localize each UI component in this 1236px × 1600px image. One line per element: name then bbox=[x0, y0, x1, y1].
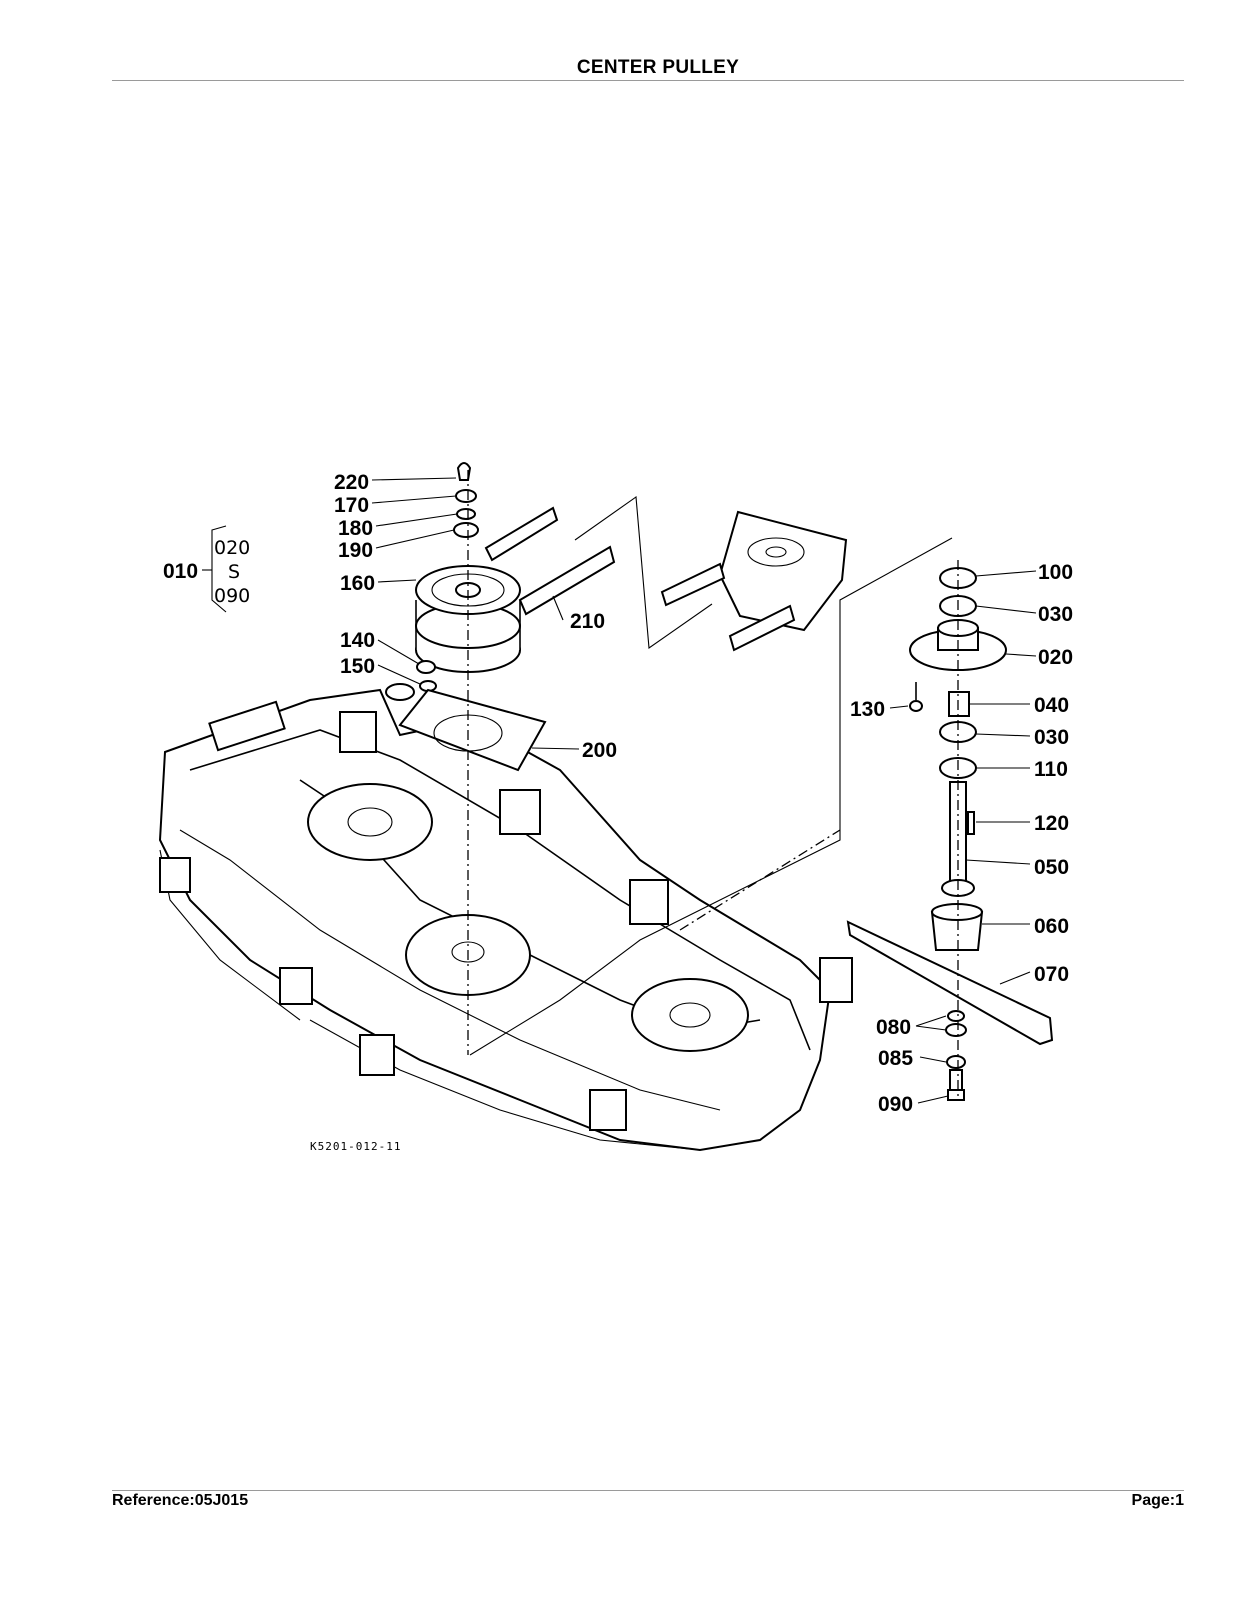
footer-reference: Reference:05J015 bbox=[112, 1492, 249, 1509]
callout-030-lower: 030 bbox=[1034, 726, 1069, 749]
assembly-range-sep: S bbox=[228, 561, 240, 583]
callout-110: 110 bbox=[1034, 758, 1068, 781]
callout-020: 020 bbox=[1038, 646, 1073, 669]
assembly-range-start: 020 bbox=[214, 537, 250, 559]
callout-190: 190 bbox=[338, 539, 373, 562]
belt-and-clutch bbox=[469, 495, 953, 1056]
callout-140: 140 bbox=[340, 629, 375, 652]
callout-210: 210 bbox=[570, 610, 605, 633]
header-rule bbox=[112, 80, 1184, 81]
callout-150: 150 bbox=[340, 655, 375, 678]
assembly-range-end: 090 bbox=[214, 585, 250, 607]
callout-180: 180 bbox=[338, 517, 373, 540]
pulley-assembly bbox=[398, 462, 547, 1055]
mower-deck bbox=[158, 683, 853, 1152]
callout-200: 200 bbox=[582, 739, 617, 762]
callout-050: 050 bbox=[1034, 856, 1069, 879]
callout-060: 060 bbox=[1034, 915, 1069, 938]
callout-070: 070 bbox=[1034, 963, 1069, 986]
callout-170: 170 bbox=[334, 494, 369, 517]
callout-160: 160 bbox=[340, 572, 375, 595]
callout-130: 130 bbox=[850, 698, 885, 721]
footer-page-number: Page:1 bbox=[1131, 1492, 1184, 1509]
assembly-label-010: 010 bbox=[163, 560, 198, 583]
callout-220: 220 bbox=[334, 471, 369, 494]
callout-labels: 220 170 180 190 160 210 140 150 200 100 … bbox=[163, 471, 1073, 1153]
callout-030-upper: 030 bbox=[1038, 603, 1073, 626]
callout-085: 085 bbox=[878, 1047, 913, 1070]
callout-080: 080 bbox=[876, 1016, 911, 1039]
callout-100: 100 bbox=[1038, 561, 1073, 584]
drawing-number: K5201-012-11 bbox=[310, 1140, 401, 1153]
callout-120: 120 bbox=[1034, 812, 1069, 835]
callout-090: 090 bbox=[878, 1093, 913, 1116]
page-title: CENTER PULLEY bbox=[576, 57, 740, 78]
footer-rule bbox=[112, 1490, 1184, 1491]
leader-lines bbox=[202, 477, 1037, 1104]
callout-040: 040 bbox=[1034, 694, 1069, 717]
spindle-assembly bbox=[846, 560, 1054, 1101]
